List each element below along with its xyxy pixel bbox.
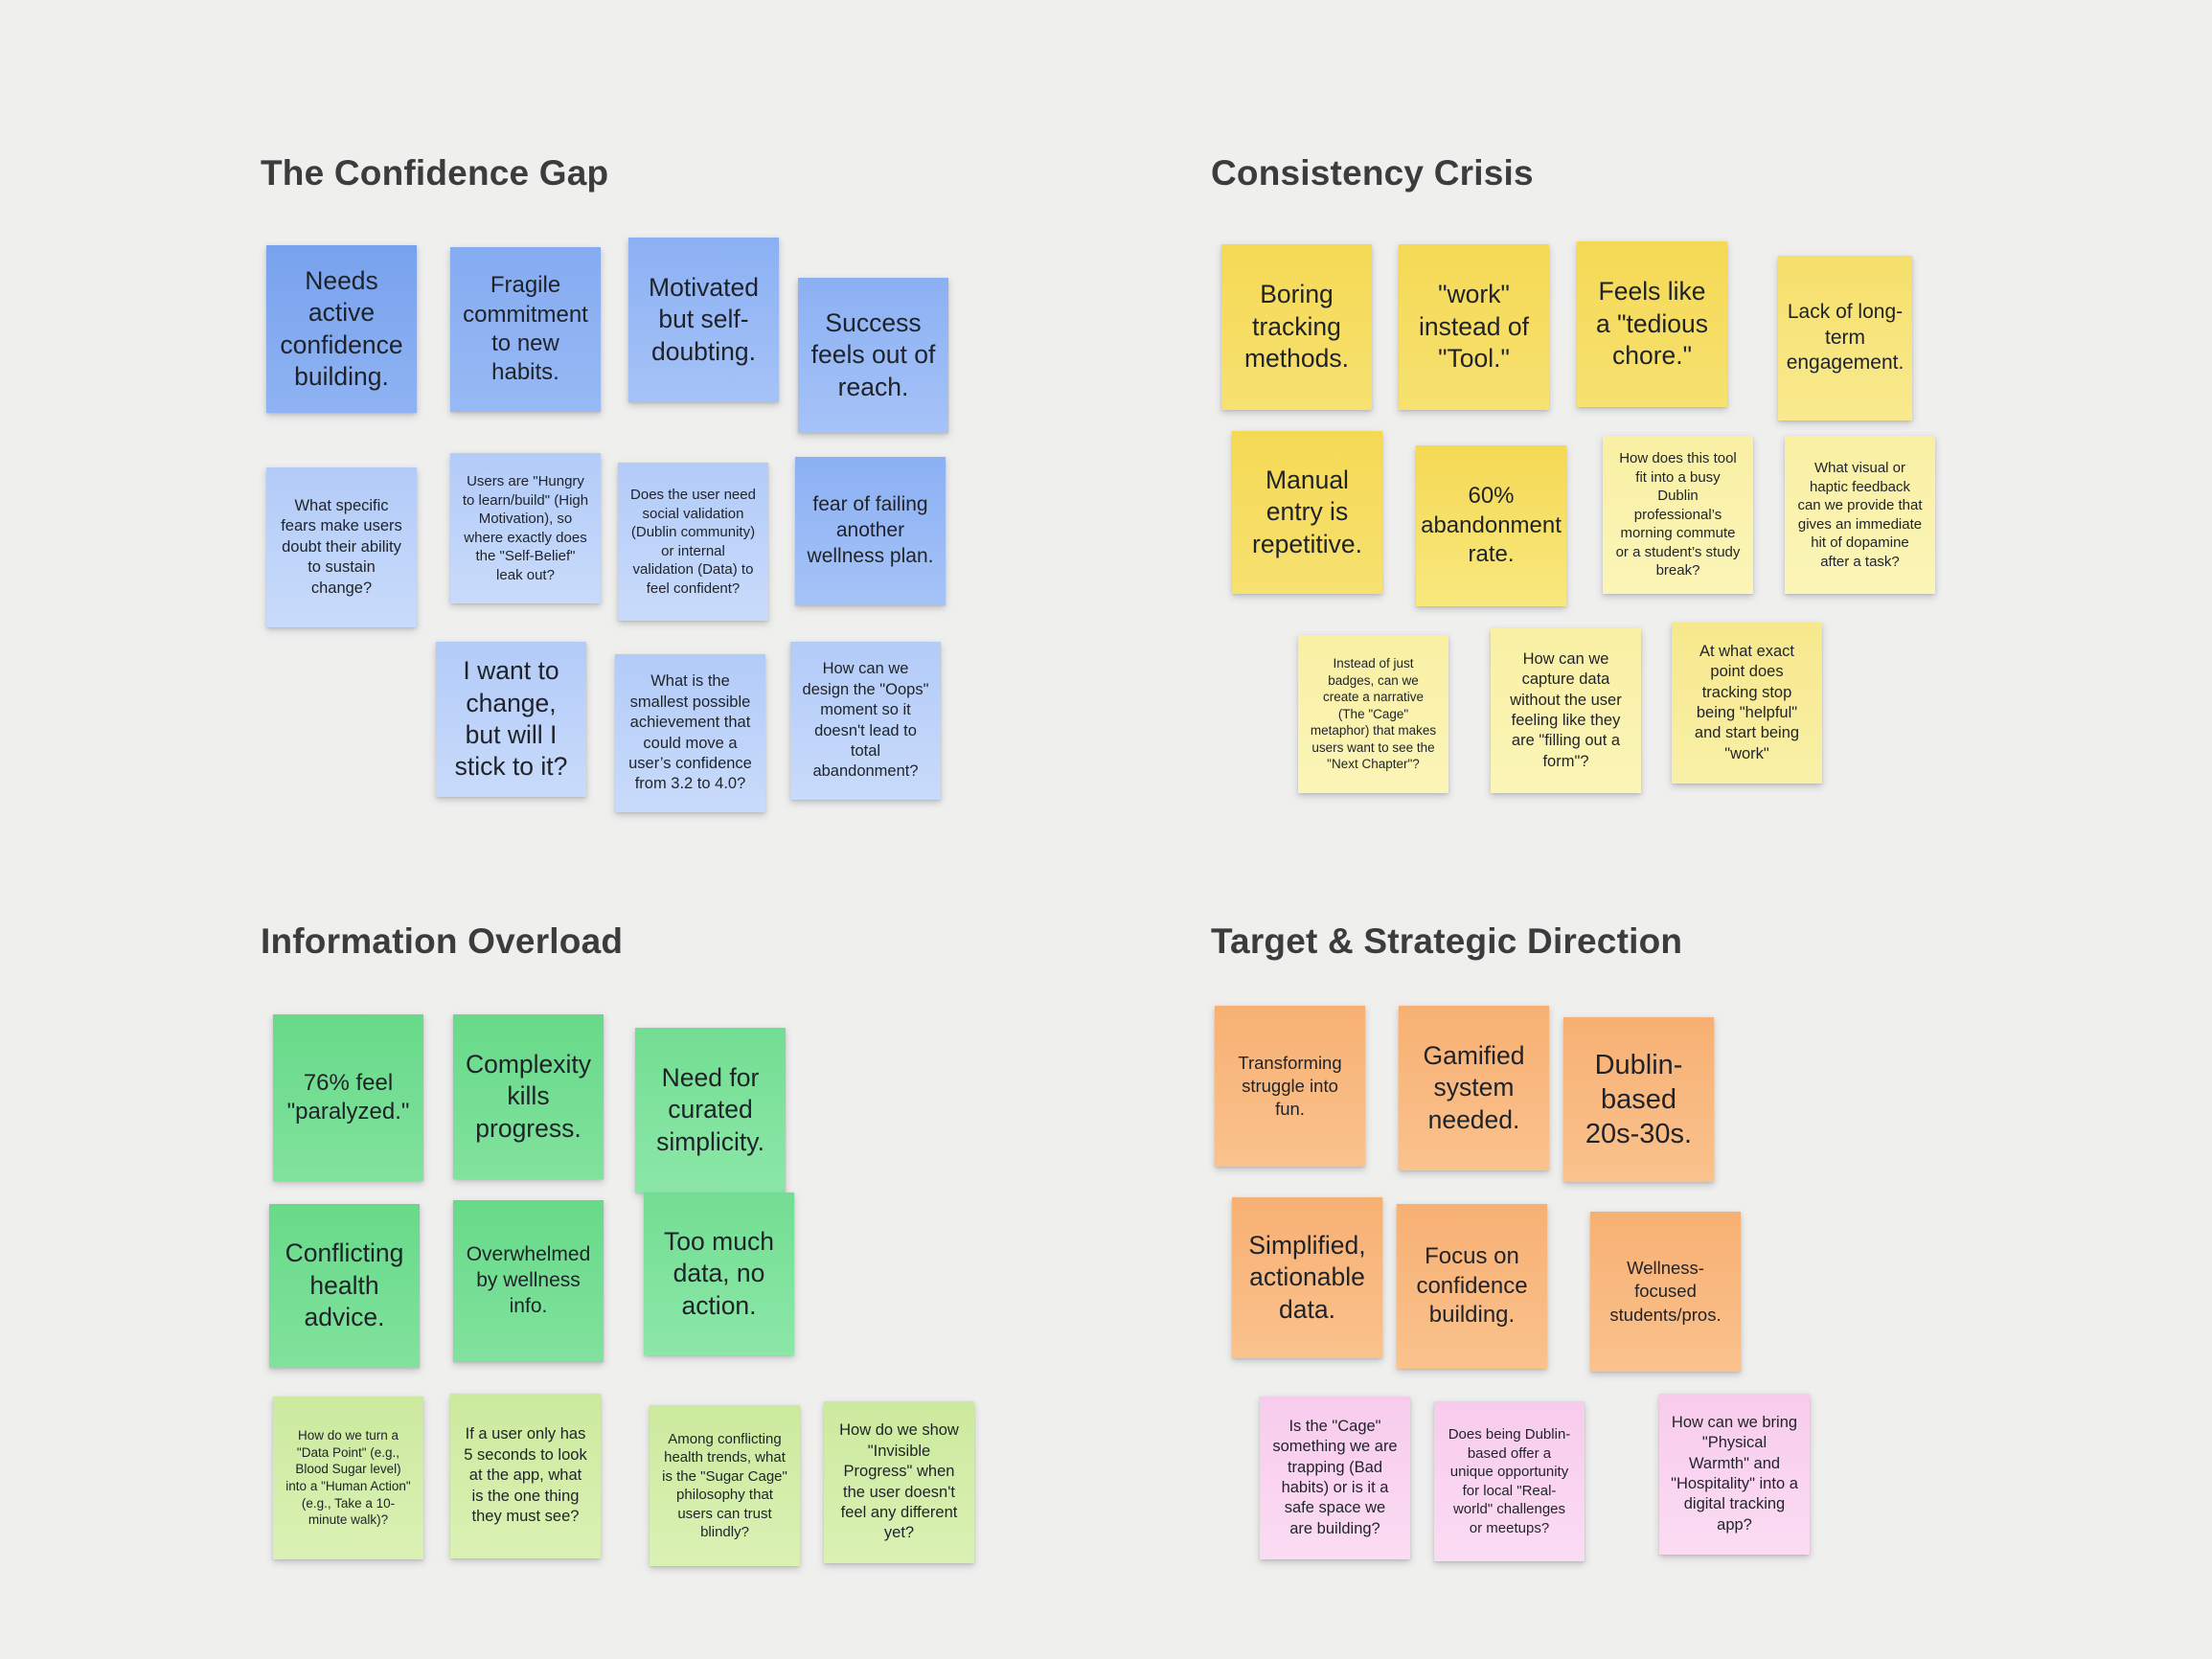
sticky-note[interactable]: Simplified, actionable data. [1232,1197,1382,1358]
sticky-note[interactable]: Motivated but self-doubting. [628,238,779,402]
sticky-note[interactable]: How does this tool fit into a busy Dubli… [1603,436,1753,594]
sticky-note[interactable]: Lack of long-term engagement. [1778,256,1912,420]
sticky-note[interactable]: 60% abandonment rate. [1416,445,1566,606]
sticky-note[interactable]: Does being Dublin-based offer a unique o… [1434,1401,1585,1561]
sticky-note[interactable]: How do we show "Invisible Progress" when… [824,1401,974,1563]
sticky-note[interactable]: Feels like a "tedious chore." [1577,241,1727,407]
sticky-note[interactable]: What is the smallest possible achievemen… [615,654,765,812]
sticky-note[interactable]: Among conflicting health trends, what is… [650,1405,800,1566]
sticky-note[interactable]: What visual or haptic feedback can we pr… [1785,436,1935,594]
sticky-note[interactable]: fear of failing another wellness plan. [795,457,946,605]
sticky-note[interactable]: Need for curated simplicity. [635,1028,786,1193]
sticky-note[interactable]: How do we turn a "Data Point" (e.g., Blo… [273,1397,423,1559]
sticky-note[interactable]: Focus on confidence building. [1397,1204,1547,1369]
sticky-note[interactable]: How can we design the "Oops" moment so i… [790,642,941,800]
sticky-note[interactable]: I want to change, but will I stick to it… [436,642,586,797]
sticky-note[interactable]: Complexity kills progress. [453,1014,604,1179]
section-title-information-overload[interactable]: Information Overload [261,921,624,961]
sticky-note[interactable]: Wellness-focused students/pros. [1590,1212,1741,1372]
sticky-note[interactable]: Users are "Hungry to learn/build" (High … [450,453,601,603]
sticky-note[interactable]: At what exact point does tracking stop b… [1672,623,1822,784]
sticky-note[interactable]: "work" instead of "Tool." [1399,244,1549,410]
sticky-note[interactable]: If a user only has 5 seconds to look at … [450,1394,601,1558]
sticky-note[interactable]: Instead of just badges, can we create a … [1298,635,1448,793]
sticky-note[interactable]: Boring tracking methods. [1221,244,1372,410]
sticky-note[interactable]: Needs active confidence building. [266,245,417,413]
section-title-consistency-crisis[interactable]: Consistency Crisis [1211,153,1534,193]
sticky-note[interactable]: Overwhelmed by wellness info. [453,1200,604,1362]
sticky-note[interactable]: Manual entry is repetitive. [1232,431,1382,594]
sticky-note[interactable]: Conflicting health advice. [269,1204,420,1368]
sticky-note[interactable]: What specific fears make users doubt the… [266,467,417,627]
sticky-note[interactable]: Fragile commitment to new habits. [450,247,601,412]
sticky-note[interactable]: 76% feel "paralyzed." [273,1014,423,1181]
section-title-confidence-gap[interactable]: The Confidence Gap [261,153,609,193]
sticky-note[interactable]: Does the user need social validation (Du… [618,463,768,621]
sticky-note[interactable]: Too much data, no action. [644,1193,794,1355]
sticky-note[interactable]: How can we capture data without the user… [1491,628,1641,793]
sticky-note[interactable]: Transforming struggle into fun. [1215,1006,1365,1167]
sticky-note[interactable]: Dublin-based 20s-30s. [1563,1017,1714,1182]
sticky-note[interactable]: How can we bring "Physical Warmth" and "… [1659,1394,1810,1555]
sticky-note[interactable]: Success feels out of reach. [798,278,948,433]
section-title-target-strategic-direction[interactable]: Target & Strategic Direction [1211,921,1683,961]
sticky-note[interactable]: Gamified system needed. [1399,1006,1549,1170]
sticky-note[interactable]: Is the "Cage" something we are trapping … [1260,1397,1410,1559]
